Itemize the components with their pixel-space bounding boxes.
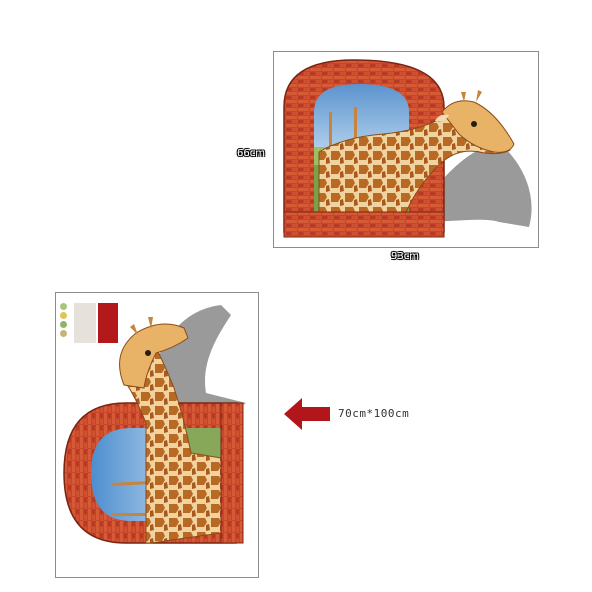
thumbnail-badges	[60, 303, 70, 339]
product-image-portrait	[55, 292, 259, 578]
giraffe-window-decal-portrait	[63, 305, 246, 544]
thumbnail-red	[98, 303, 118, 343]
package-thumbnails	[60, 299, 120, 349]
badge-icon	[60, 330, 67, 337]
height-dimension-label: 66cm	[237, 148, 265, 159]
badge-icon	[60, 312, 67, 319]
giraffe-window-decal-landscape	[283, 59, 532, 238]
left-arrow-icon	[284, 398, 330, 430]
width-dimension-label: 93cm	[391, 251, 419, 262]
badge-icon	[60, 321, 67, 328]
product-image-landscape	[273, 51, 539, 248]
thumbnail-light	[74, 303, 96, 343]
badge-icon	[60, 303, 67, 310]
size-option-label: 70cm*100cm	[338, 407, 410, 420]
